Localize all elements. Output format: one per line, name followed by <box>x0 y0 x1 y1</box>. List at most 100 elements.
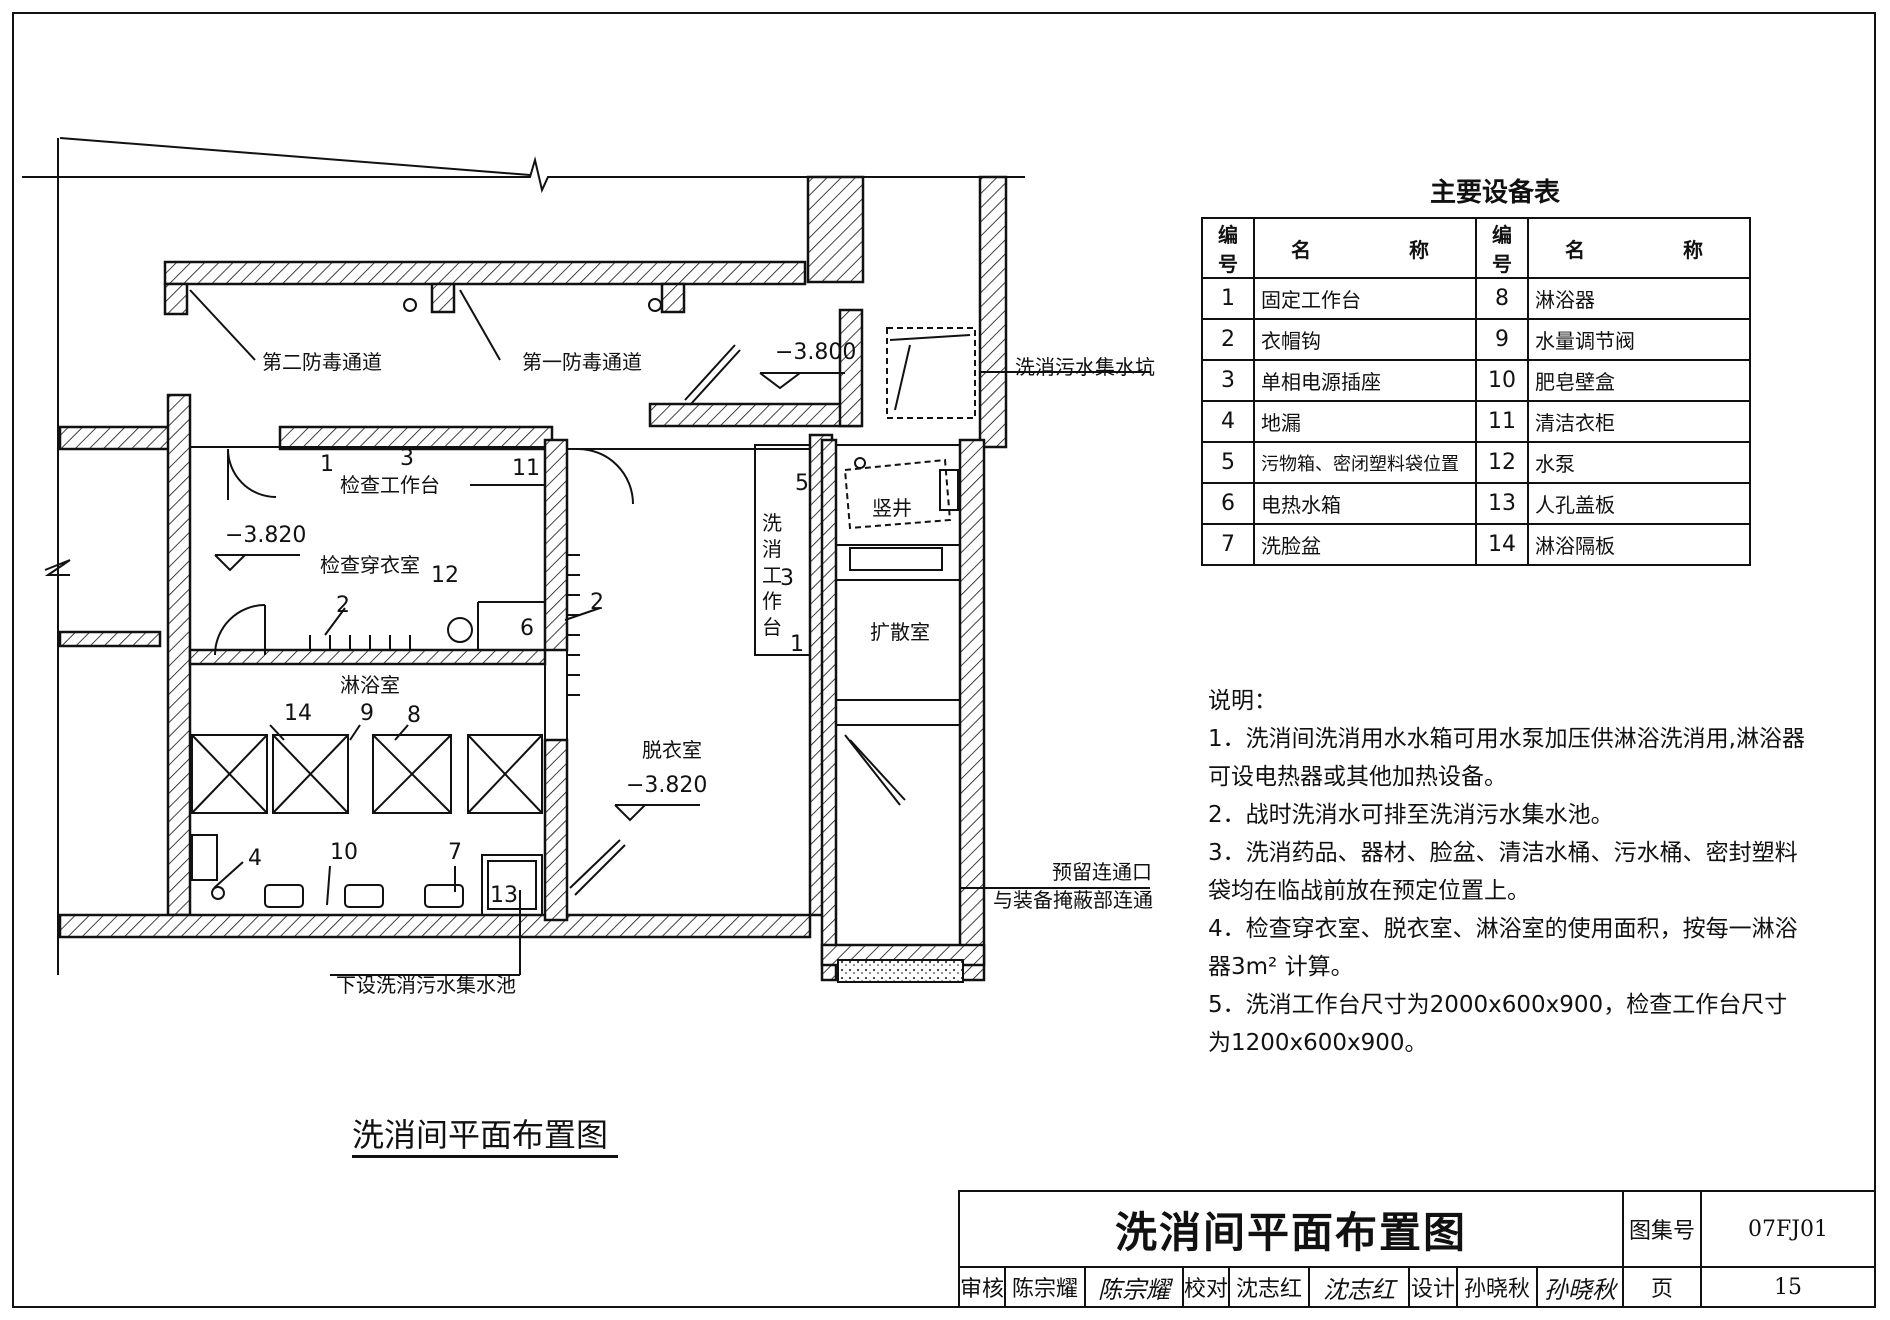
wall-main-top <box>58 425 182 451</box>
wall-passage-mid-2 <box>660 282 686 314</box>
elevation-inspection: −3.820 <box>225 523 307 548</box>
plan-number: 3 <box>780 566 794 591</box>
note-line: 3．洗消药品、器材、脸盆、清洁水桶、污水桶、密封塑料 <box>1208 840 1798 866</box>
plan-number: 8 <box>407 703 421 728</box>
wall-passage-right <box>838 308 864 428</box>
title-block-title: 洗消间平面布置图 <box>958 1190 1624 1268</box>
label-inspection-table: 检查工作台 <box>340 473 440 497</box>
callout-sump-pool: 下设洗消污水集水池 <box>336 973 516 997</box>
plan-number: 4 <box>248 846 262 871</box>
plan-number: 9 <box>360 701 374 726</box>
page-label: 页 <box>1622 1266 1702 1308</box>
label-shower-room: 淋浴室 <box>340 673 400 697</box>
reviewer-name: 陈宗耀 <box>1004 1266 1086 1308</box>
title-block: 洗消间平面布置图 图集号 07FJ01 审核 陈宗耀 陈宗耀 校对 沈志红 沈志… <box>958 1190 1876 1308</box>
label-shaft: 竖井 <box>872 496 912 520</box>
callout-reserved-2: 与装备掩蔽部连通 <box>993 888 1153 912</box>
label-undress-room: 脱衣室 <box>642 738 702 762</box>
label-expansion-room: 扩散室 <box>870 620 930 644</box>
plan-number: 12 <box>431 563 459 588</box>
note-line: 为1200x600x900。 <box>1208 1030 1428 1056</box>
drawing-title-underline <box>352 1155 618 1158</box>
header-name-b: 名称 <box>1527 217 1751 279</box>
atlas-label: 图集号 <box>1622 1190 1702 1268</box>
decon-table <box>754 444 811 656</box>
plan-number: 5 <box>795 471 809 496</box>
wall-passage-left-nib <box>163 282 189 316</box>
label-first-passage: 第一防毒通道 <box>522 350 642 374</box>
elevation-undress: −3.820 <box>626 773 708 798</box>
callout-reserved-1: 预留连通口 <box>1052 860 1152 884</box>
shower-room <box>189 663 546 916</box>
page-number: 15 <box>1700 1266 1876 1308</box>
wall-right-shaft <box>978 175 1008 449</box>
plan-number: 10 <box>330 840 358 865</box>
plan-number: 14 <box>284 701 312 726</box>
drawing-title: 洗消间平面布置图 <box>352 1116 609 1154</box>
elevation-passage: −3.800 <box>775 340 857 365</box>
designer-name: 孙晓秋 <box>1456 1266 1538 1308</box>
wall-inspection-bottom <box>188 648 547 666</box>
label-second-passage: 第二防毒通道 <box>262 350 382 374</box>
plan-number: 13 <box>490 883 518 908</box>
reviewer-signature: 陈宗耀 <box>1084 1266 1184 1308</box>
note-line: 袋均在临战前放在预定位置上。 <box>1208 878 1530 904</box>
wall-passage-mid <box>430 282 456 314</box>
wall-passage-bottom <box>648 402 862 428</box>
callout-sump-pit: 洗消污水集水坑 <box>1015 355 1155 379</box>
lower-right-room <box>835 724 961 946</box>
wall-left-small <box>58 630 162 648</box>
expansion-room <box>835 579 961 701</box>
note-line: 5．洗消工作台尺寸为2000x600x900，检查工作台尺寸 <box>1208 992 1788 1018</box>
plan-number: 6 <box>520 616 534 641</box>
header-name-a: 名称 <box>1253 217 1477 279</box>
wall-shaft-right <box>958 438 986 982</box>
checker-signature: 沈志红 <box>1308 1266 1410 1308</box>
checker-name: 沈志红 <box>1228 1266 1310 1308</box>
equipment-table-title: 主要设备表 <box>1429 178 1560 208</box>
wall-center-2 <box>543 738 569 922</box>
drawing-frame <box>12 12 1876 1308</box>
shaft-room <box>835 444 961 546</box>
header-no-a: 编号 <box>1201 217 1255 279</box>
note-line: 器3m² 计算。 <box>1208 954 1354 980</box>
note-line: 4．检查穿衣室、脱衣室、淋浴室的使用面积，按每一淋浴 <box>1208 916 1798 942</box>
plan-number: 11 <box>512 456 540 481</box>
plan-number: 2 <box>336 593 350 618</box>
plan-number: 1 <box>320 452 334 477</box>
wall-shaft-left <box>820 438 838 982</box>
sump-slab <box>837 959 964 983</box>
note-line: 可设电热器或其他加热设备。 <box>1208 764 1507 790</box>
notes: 说明： 1．洗消间洗消用水水箱可用水泵加压供淋浴洗消用,淋浴器 可设电热器或其他… <box>1208 682 1828 1062</box>
note-line: 1．洗消间洗消用水水箱可用水泵加压供淋浴洗消用,淋浴器 <box>1208 726 1805 752</box>
note-line: 2．战时洗消水可排至洗消污水集水池。 <box>1208 802 1614 828</box>
inspection-room <box>189 446 546 651</box>
wall-top-corridor <box>163 260 807 286</box>
wall-block-top-right <box>806 175 865 284</box>
plan-number: 7 <box>448 840 462 865</box>
plan-number: 1 <box>790 632 804 657</box>
wall-left-lower <box>166 393 192 917</box>
wall-main-top-2 <box>278 425 554 451</box>
plan-number: 3 <box>400 446 414 471</box>
plan-number: 2 <box>590 590 604 615</box>
check-label: 校对 <box>1182 1266 1230 1308</box>
label-inspection-room: 检查穿衣室 <box>320 553 420 577</box>
label-decon-table: 洗消工作台 <box>762 511 782 639</box>
wall-center <box>543 438 569 652</box>
header-no-b: 编号 <box>1475 217 1529 279</box>
notes-heading: 说明： <box>1208 688 1277 714</box>
atlas-number: 07FJ01 <box>1700 1190 1876 1268</box>
review-label: 审核 <box>958 1266 1006 1308</box>
design-label: 设计 <box>1408 1266 1458 1308</box>
wall-main-bottom <box>58 913 812 939</box>
